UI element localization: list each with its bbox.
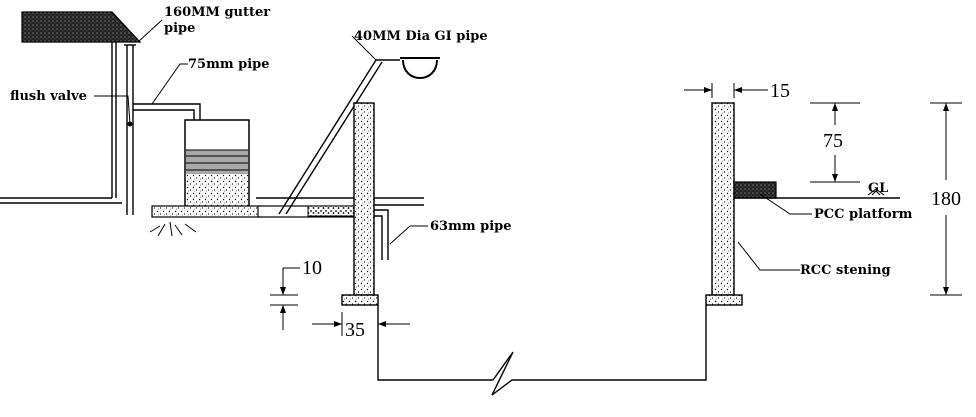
label-gl: GL bbox=[868, 181, 888, 196]
gl-symbol-icon bbox=[867, 188, 885, 196]
dim-180-text: 180 bbox=[931, 188, 961, 210]
roof-slab bbox=[21, 11, 142, 43]
dim-10 bbox=[270, 267, 300, 330]
dim-35 bbox=[312, 312, 410, 336]
left-rcc-wall bbox=[341, 102, 379, 306]
right-footing bbox=[705, 294, 743, 306]
label-flush-valve: flush valve bbox=[10, 89, 87, 104]
filter-tank bbox=[184, 119, 250, 207]
label-gutter-pipe-line2: pipe bbox=[164, 21, 195, 36]
house bbox=[0, 11, 142, 204]
pit-outline bbox=[377, 305, 707, 396]
right-rcc-wall bbox=[705, 102, 743, 306]
label-gutter-pipe-1: 160MM gutter pipe bbox=[164, 5, 275, 36]
label-gutter-pipe-line1: 160MM gutter bbox=[164, 5, 270, 20]
dim-75-text: 75 bbox=[823, 130, 843, 152]
label-63mm-pipe: 63mm pipe bbox=[430, 219, 512, 234]
dim-75 bbox=[810, 102, 860, 183]
left-footing bbox=[341, 294, 379, 306]
gutter-pipe bbox=[124, 44, 136, 215]
dim-180 bbox=[930, 102, 962, 296]
label-75mm-pipe: 75mm pipe bbox=[188, 57, 270, 72]
leaders bbox=[94, 19, 812, 271]
dim-15-text: 15 bbox=[770, 80, 790, 102]
gi-pipe-hood-icon bbox=[402, 59, 438, 79]
pcc-platform bbox=[733, 181, 900, 199]
dim-10-text: 10 bbox=[302, 257, 322, 279]
sand-layer bbox=[186, 174, 248, 206]
gi-pipe-40mm bbox=[278, 57, 440, 215]
dim-35-text: 35 bbox=[345, 319, 365, 341]
label-rcc-stening: RCC stening bbox=[800, 263, 891, 278]
dim-15 bbox=[684, 83, 768, 98]
label-pcc-platform: PCC platform bbox=[814, 207, 913, 222]
label-gi-pipe: 40MM Dia GI pipe bbox=[354, 29, 488, 44]
